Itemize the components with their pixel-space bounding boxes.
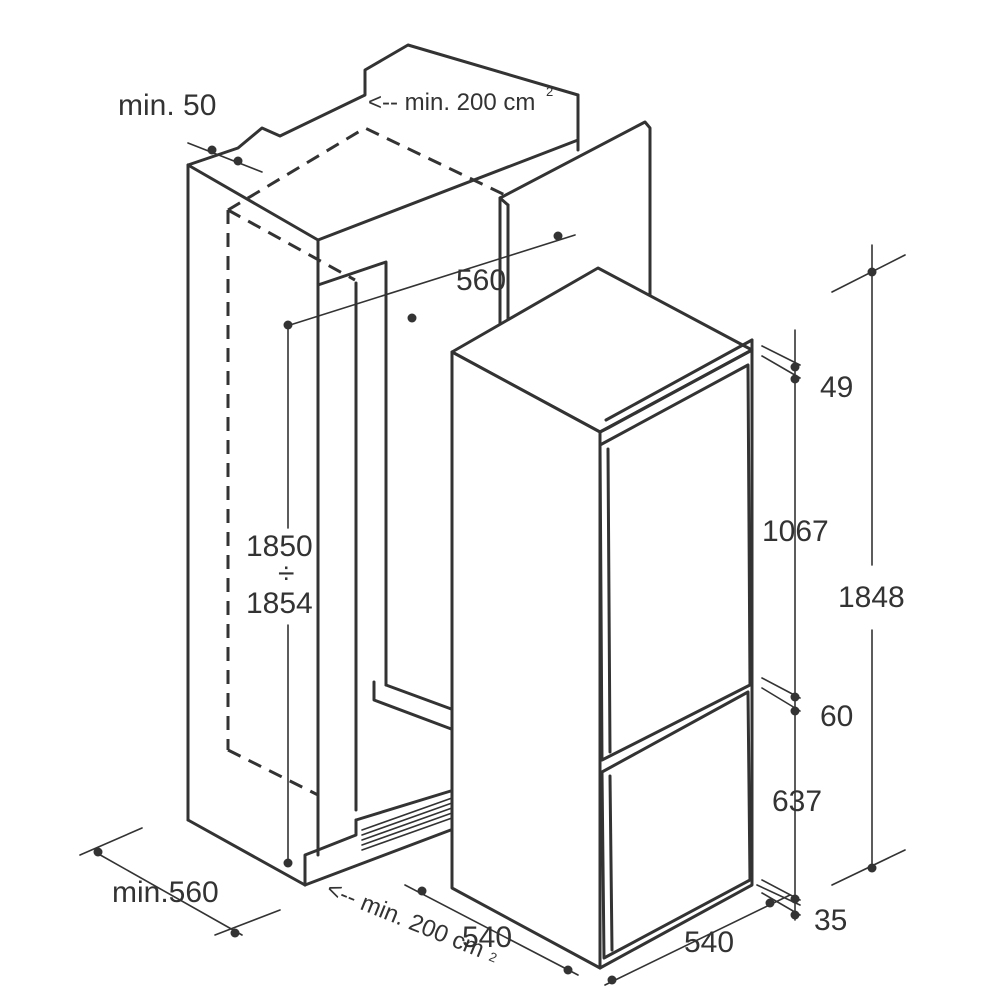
label-appliance-depth: 540 — [684, 926, 734, 959]
label-vent-top-sup: 2 — [546, 84, 553, 99]
cabinet-top-profile — [186, 43, 580, 242]
label-upper-door: 1067 — [762, 515, 829, 548]
dimension-lines — [79, 142, 906, 986]
label-niche-height-sep: ÷ — [278, 557, 294, 590]
label-vent-top: <-- min. 200 cm — [368, 89, 535, 116]
label-min-width: min.560 — [112, 876, 219, 909]
vent-grille — [361, 797, 453, 851]
cabinet-niche — [186, 43, 580, 887]
label-lower-door: 637 — [772, 785, 822, 818]
label-top-cap: 49 — [820, 371, 853, 404]
label-niche-depth: 560 — [456, 264, 506, 297]
label-appliance-width: 540 — [462, 921, 512, 954]
label-min-top-gap: min. 50 — [118, 89, 216, 122]
label-door-gap: 60 — [820, 700, 853, 733]
label-niche-height-b: 1854 — [246, 587, 313, 620]
fridge-appliance — [450, 266, 754, 970]
lower-door — [600, 690, 752, 960]
upper-door — [598, 363, 752, 762]
fridge-front — [450, 350, 602, 970]
label-plinth: 35 — [814, 904, 847, 937]
label-total-height: 1848 — [838, 581, 905, 614]
hidden-edges — [226, 126, 506, 797]
label-niche-height-a: 1850 — [246, 530, 313, 563]
